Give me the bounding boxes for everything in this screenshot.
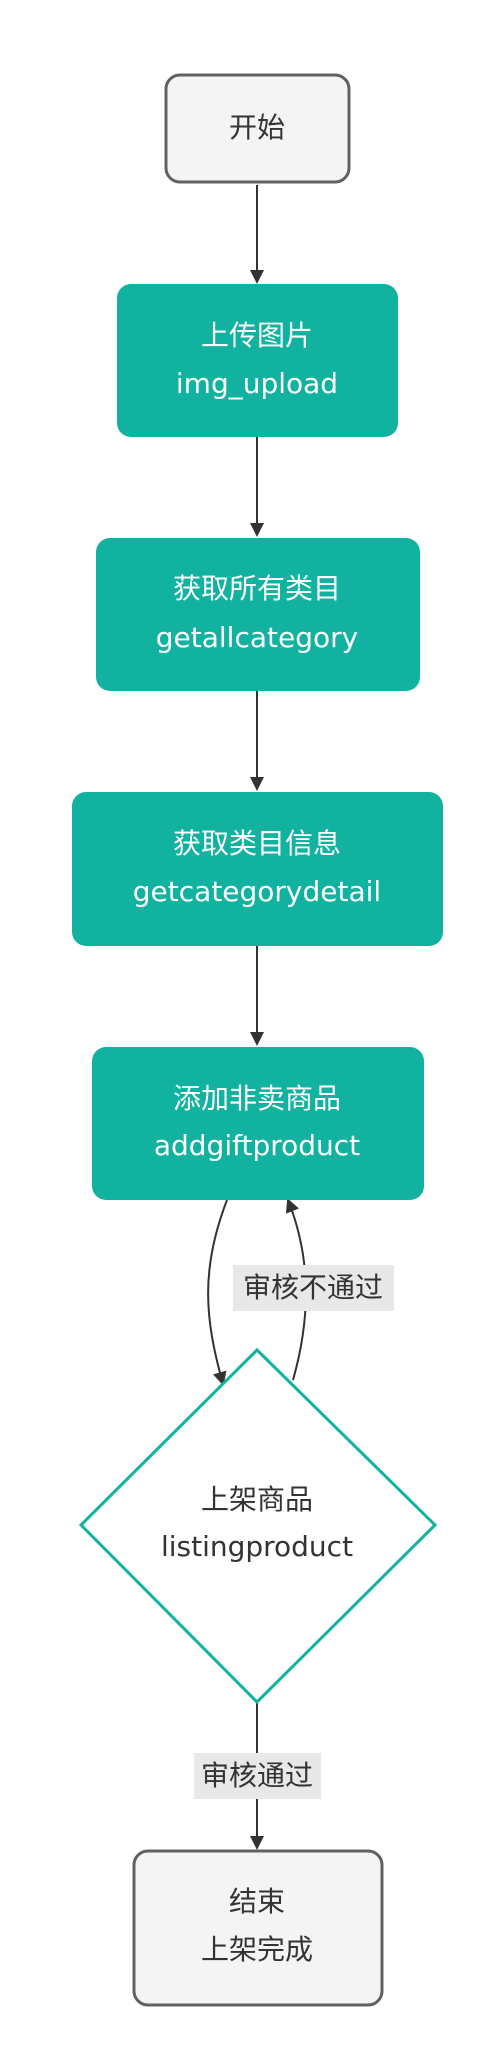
node-all-category[interactable]: 获取所有类目 getallcategory [96,538,420,691]
node-all-category-api: getallcategory [156,621,358,654]
node-listing-decision[interactable]: 上架商品 listingproduct [78,1347,438,1705]
edge-label-approved-bg [194,1753,321,1799]
node-add-gift-api: addgiftproduct [154,1129,360,1162]
node-add-gift[interactable]: 添加非卖商品 addgiftproduct [92,1047,424,1200]
node-start-label: 开始 [229,111,285,144]
node-start[interactable]: 开始 [164,73,351,184]
node-add-gift-title: 添加非卖商品 [173,1082,341,1115]
node-all-category-title: 获取所有类目 [173,572,341,605]
node-category-detail-api: getcategorydetail [133,875,381,908]
edge-label-rejected: 审核不通过 [233,1265,394,1311]
node-category-detail[interactable]: 获取类目信息 getcategorydetail [72,792,443,946]
node-end-subtitle: 上架完成 [201,1933,313,1966]
edge-addgift-to-listing [207,1199,228,1386]
node-upload-api: img_upload [176,367,338,400]
node-end-title: 结束 [229,1885,285,1918]
edge-label-approved: 审核通过 [194,1753,321,1799]
edge-label-rejected-text: 审核不通过 [243,1271,383,1304]
node-listing-api: listingproduct [161,1530,353,1563]
node-upload[interactable]: 上传图片 img_upload [117,284,398,437]
node-listing-title: 上架商品 [201,1483,313,1516]
edge-label-rejected-bg [233,1265,394,1311]
node-end[interactable]: 结束 上架完成 [132,1849,384,2007]
node-category-detail-title: 获取类目信息 [173,827,341,860]
node-upload-title: 上传图片 [201,319,313,352]
edge-label-approved-text: 审核通过 [201,1759,313,1792]
